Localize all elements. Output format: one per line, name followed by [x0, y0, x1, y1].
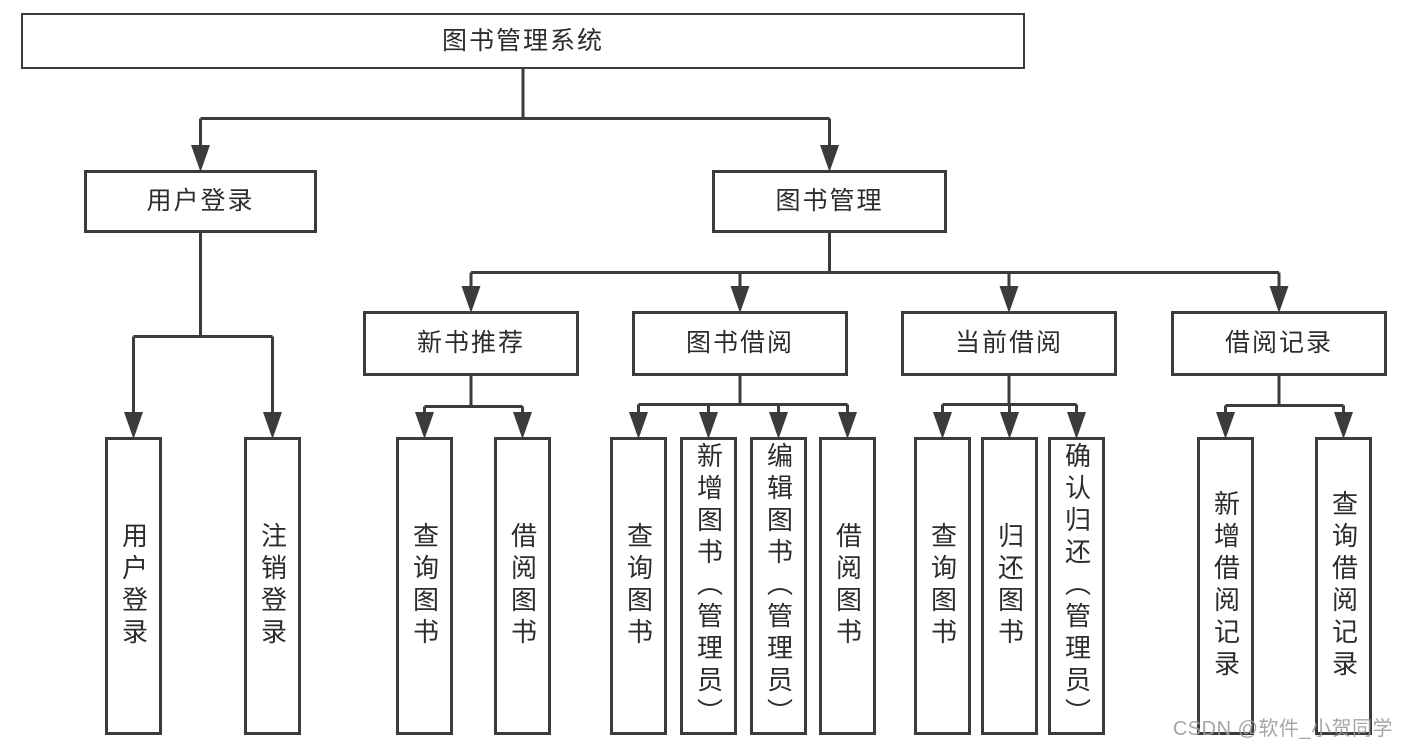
leaf-newrec-query-books: 查询图书: [396, 437, 453, 735]
arrowhead-icon: [191, 145, 210, 172]
leaf-records-query-borrow-record: 查询借阅记录: [1315, 437, 1372, 735]
node-current-borrow: 当前借阅: [901, 311, 1117, 376]
arrowhead-icon: [820, 145, 839, 172]
node-label: 用户登录: [146, 187, 255, 215]
csdn-watermark: CSDN @软件_小贺同学: [1172, 718, 1393, 740]
connector-new-book-recommend-to-leaves: [423, 376, 524, 417]
arrowhead-icon: [730, 286, 750, 313]
arrowhead-icon: [513, 412, 532, 439]
node-book-management: 图书管理: [712, 170, 947, 233]
node-label: 图书借阅: [685, 329, 794, 357]
arrowhead-icon: [461, 286, 481, 313]
connector-book-borrow-to-leaves: [637, 376, 849, 417]
leaf-borrow-edit-books-admin: 编辑图书（管理员）: [750, 437, 807, 735]
leaf-current-confirm-return-admin: 确认归还（管理员）: [1048, 437, 1105, 735]
leaf-borrow-add-books-admin: 新增图书（管理员）: [680, 437, 737, 735]
node-label: 编辑图书（管理员）: [763, 442, 794, 730]
node-new-book-recommend: 新书推荐: [363, 311, 579, 376]
connector-book-management-to-level3: [469, 233, 1281, 287]
node-label: 借阅记录: [1224, 329, 1333, 357]
node-label: 图书管理系统: [441, 26, 604, 55]
node-label: 查询借阅记录: [1328, 490, 1359, 682]
node-label: 新书推荐: [416, 329, 525, 357]
arrowhead-icon: [263, 412, 282, 439]
leaf-borrow-query-books: 查询图书: [610, 437, 667, 735]
node-label: 新增图书（管理员）: [693, 442, 724, 730]
arrowhead-icon: [1334, 412, 1353, 439]
node-label: 当前借阅: [954, 329, 1063, 357]
node-borrow-records: 借阅记录: [1171, 311, 1387, 376]
leaf-records-add-borrow-record: 新增借阅记录: [1197, 437, 1254, 735]
node-label: 查询图书: [409, 522, 440, 650]
leaf-current-return-books: 归还图书: [981, 437, 1038, 735]
arrowhead-icon: [124, 412, 143, 439]
arrowhead-icon: [1216, 412, 1235, 439]
connector-root-to-level2: [199, 68, 831, 150]
connector-current-borrow-to-leaves: [941, 376, 1078, 417]
connector-user-login-to-leaves: [132, 233, 274, 417]
arrowhead-icon: [1067, 412, 1086, 439]
arrowhead-icon: [769, 412, 788, 439]
leaf-user-login: 用户登录: [105, 437, 162, 735]
node-label: 查询图书: [623, 522, 654, 650]
node-label: 确认归还（管理员）: [1061, 442, 1092, 730]
arrowheads: [124, 145, 1353, 439]
node-library-management-system: 图书管理系统: [21, 13, 1025, 69]
arrowhead-icon: [415, 412, 434, 439]
connector-borrow-records-to-leaves: [1224, 376, 1345, 417]
arrowhead-icon: [699, 412, 718, 439]
node-label: 用户登录: [118, 522, 149, 650]
arrowhead-icon: [1269, 286, 1289, 313]
node-label: 注销登录: [257, 522, 288, 650]
leaf-logout-login: 注销登录: [244, 437, 301, 735]
node-user-login: 用户登录: [84, 170, 317, 233]
arrowhead-icon: [629, 412, 648, 439]
node-book-borrow: 图书借阅: [632, 311, 848, 376]
arrowhead-icon: [999, 286, 1019, 313]
node-label: 借阅图书: [507, 522, 538, 650]
node-label: 查询图书: [927, 522, 958, 650]
node-label: 借阅图书: [832, 522, 863, 650]
node-label: 图书管理: [775, 187, 884, 215]
arrowhead-icon: [933, 412, 952, 439]
leaf-current-query-books: 查询图书: [914, 437, 971, 735]
arrowhead-icon: [838, 412, 857, 439]
node-label: 归还图书: [994, 522, 1025, 650]
node-label: 新增借阅记录: [1210, 490, 1241, 682]
leaf-borrow-borrow-books: 借阅图书: [819, 437, 876, 735]
leaf-newrec-borrow-books: 借阅图书: [494, 437, 551, 735]
arrowhead-icon: [1000, 412, 1019, 439]
